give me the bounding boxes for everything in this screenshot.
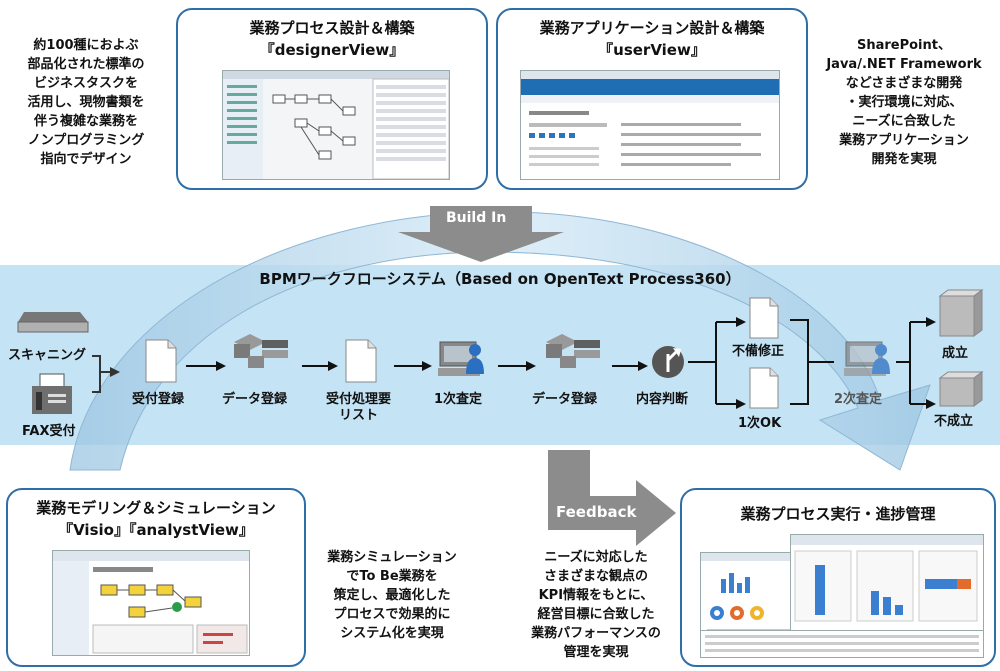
document-icon [749,367,779,409]
analyst-screenshot-art [53,551,249,655]
note-line: 業務アプリケーション [839,133,969,148]
reviewer-at-computer-icon [438,341,484,376]
label-line: リスト [339,408,379,423]
document-icon [345,339,377,383]
note-line: 策定し、最適化した [333,588,451,603]
document-icon [749,297,779,339]
label-line: 受付処理要 [326,392,392,407]
note-line: 約100種におよぶ [33,38,139,53]
note-line: システム化を実現 [340,626,444,641]
step-second-review-label: 2次査定 [834,392,883,407]
user-view-box: 業務アプリケーション設計＆構築 『userView』 [496,8,808,190]
dashboard-table-art [705,635,979,652]
data-entry-icon [234,334,288,368]
feedback-label: Feedback [556,503,637,521]
execution-box-title: 業務プロセス実行・進捗管理 [740,505,936,523]
rejected-box-icon [938,371,984,407]
designer-box-subtitle: 『designerView』 [259,41,405,59]
note-line: KPI情報をもとに、 [538,588,654,603]
note-line: 管理を実現 [563,645,629,660]
process-execution-box: 業務プロセス実行・進捗管理 [680,488,996,667]
simulation-description: 業務シミュレーション でTo Be業務を 策定し、最適化した プロセスで効果的に… [312,548,472,643]
step-first-review-label: 1次査定 [434,392,483,407]
note-line: ・実行環境に対応、 [845,95,963,110]
designer-view-screenshot [222,70,450,180]
cycle-arrow-body [69,211,931,471]
note-line: ビジネスタスクを [33,76,138,91]
dashboard-table-strip [700,630,984,658]
fax-icon [32,373,72,414]
user-screenshot-art [521,71,779,166]
note-line: 指向でデザイン [40,152,132,167]
scanner-icon [17,312,89,333]
dashboard-screenshot-front [790,534,984,632]
user-box-title: 業務アプリケーション設計＆構築 [539,19,765,37]
note-line: 経営目標に合致した [537,607,655,622]
note-line: 業務パフォーマンスの [531,626,661,641]
step-judgement-label: 内容判断 [636,392,689,407]
modeling-box-subtitle: 『Visio』『analystView』 [58,521,254,539]
note-line: 活用し、現物書類を [27,95,145,110]
document-icon [145,339,177,383]
note-line: ニーズに対応した [544,550,648,565]
build-in-label: Build In [446,210,507,226]
user-box-subtitle: 『userView』 [598,41,706,59]
designer-box-title: 業務プロセス設計＆構築 [249,19,415,37]
input-merge-line [92,355,110,373]
step-defect-fix-label: 不備修正 [732,344,785,359]
note-line: Java/.NET Framework [826,57,982,72]
note-line: ニーズに合致した [852,114,956,129]
step-fax-label: FAX受付 [22,424,76,439]
analyst-view-screenshot [52,550,250,656]
step-first-ok-label: 1次OK [738,416,782,431]
designer-screenshot-art [223,71,450,180]
step-reception-list-label: 受付処理要 リスト [326,392,391,424]
decision-icon [652,346,684,378]
step-reception-label: 受付登録 [132,392,185,407]
designer-view-box: 業務プロセス設計＆構築 『designerView』 [176,8,488,190]
kpi-description: ニーズに対応した さまざまな観点の KPI情報をもとに、 経営目標に合致した 業… [516,548,676,662]
note-line: 部品化された標準の [27,57,145,72]
note-line: 業務シミュレーション [327,550,457,565]
note-line: さまざまな観点の [543,569,648,584]
note-line: ノンプログラミング [27,133,145,148]
modeling-box-title: 業務モデリング＆シミュレーション [36,499,276,517]
step-data-entry-2-label: データ登録 [532,392,598,407]
note-line: などさまざまな開発 [845,76,963,91]
dashboard-front-art [791,535,983,622]
note-line: SharePoint、 [856,38,951,53]
step-scanning-label: スキャニング [8,348,87,363]
band-title: BPMワークフローシステム（Based on OpenText Process3… [259,270,741,288]
user-description: SharePoint、 Java/.NET Framework などさまざまな開… [808,36,1000,169]
result-accepted-label: 成立 [942,346,969,361]
modeling-simulation-box: 業務モデリング＆シミュレーション 『Visio』『analystView』 [6,488,306,667]
step-data-entry-1-label: データ登録 [222,392,288,407]
designer-description: 約100種におよぶ 部品化された標準の ビジネスタスクを 活用し、現物書類を 伴… [6,36,166,169]
user-view-screenshot [520,70,780,180]
note-line: でTo Be業務を [346,569,438,584]
note-line: 開発を実現 [871,152,937,167]
reviewer-at-computer-icon [844,341,890,376]
note-line: プロセスで効果的に [333,607,451,622]
data-entry-icon [546,334,600,368]
accepted-box-icon [938,289,984,337]
result-rejected-label: 不成立 [934,414,974,429]
note-line: 伴う複雑な業務を [33,114,138,129]
